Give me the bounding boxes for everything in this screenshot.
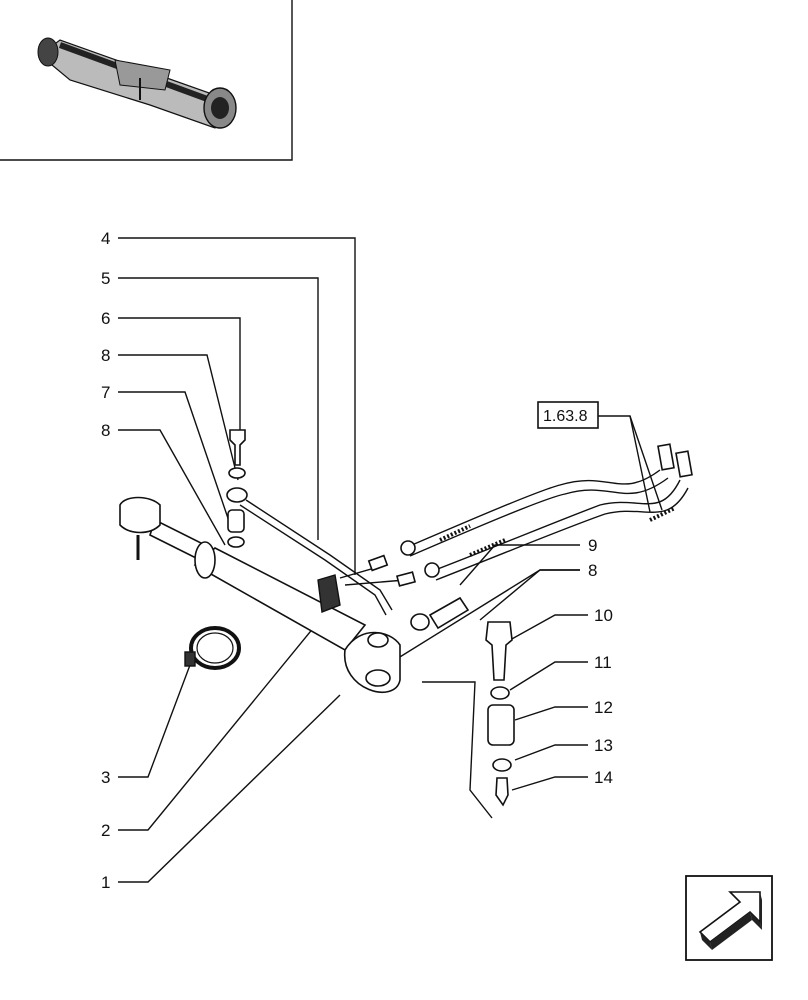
callout-4: 4 [101,229,110,248]
callout-10: 10 [594,606,613,625]
callout-5: 5 [101,269,110,288]
callout-13: 13 [594,736,613,755]
callout-9: 9 [588,536,597,555]
callout-11: 11 [594,653,612,672]
callout-6: 6 [101,309,110,328]
callout-8-a: 8 [101,346,110,365]
banjo-bolt-assembly-top [226,429,248,548]
banjo-bolt-assembly-right [485,621,515,807]
thumbnail-panel [0,0,293,161]
bracket [317,574,341,613]
callout-7: 7 [101,383,110,402]
callout-8-b: 8 [101,421,110,440]
callout-14: 14 [594,768,613,787]
steel-pipes [239,499,417,616]
next-page-arrow-icon[interactable] [685,875,773,961]
callout-1: 1 [101,873,110,892]
hose-clamp [184,626,241,670]
callout-2: 2 [101,821,110,840]
callout-8-c: 8 [588,561,597,580]
reference-box[interactable]: 1.63.8 [537,401,599,429]
callout-labels: 4 5 6 8 7 8 3 2 1 9 8 10 11 12 13 14 [101,229,613,892]
cylinder-fittings [367,596,470,648]
reference-label: 1.63.8 [543,408,588,425]
callout-3: 3 [101,768,110,787]
steering-cylinder [119,496,401,694]
hydraulic-hoses [400,443,693,581]
axle-thumbnail-icon [37,37,237,129]
callout-12: 12 [594,698,613,717]
